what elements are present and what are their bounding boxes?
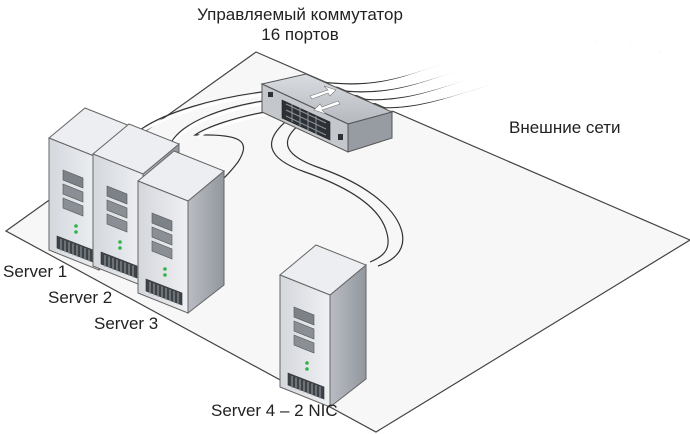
- server4-cables: [271, 117, 404, 267]
- switch-title-line2: 16 портов: [261, 25, 339, 44]
- external-networks-label: Внешние сети: [509, 118, 621, 137]
- server-4-label: Server 4 – 2 NIC: [211, 401, 338, 420]
- server-4: [279, 244, 367, 408]
- server-3: [137, 150, 225, 314]
- managed-switch: [260, 73, 394, 153]
- server-3-label: Server 3: [94, 314, 159, 333]
- server-1-label: Server 1: [3, 262, 68, 281]
- switch-title-line1: Управляемый коммутатор: [197, 5, 403, 24]
- external-cables: [321, 39, 661, 111]
- switch-title: Управляемый коммутатор 16 портов: [170, 5, 430, 45]
- server-2-label: Server 2: [48, 288, 113, 307]
